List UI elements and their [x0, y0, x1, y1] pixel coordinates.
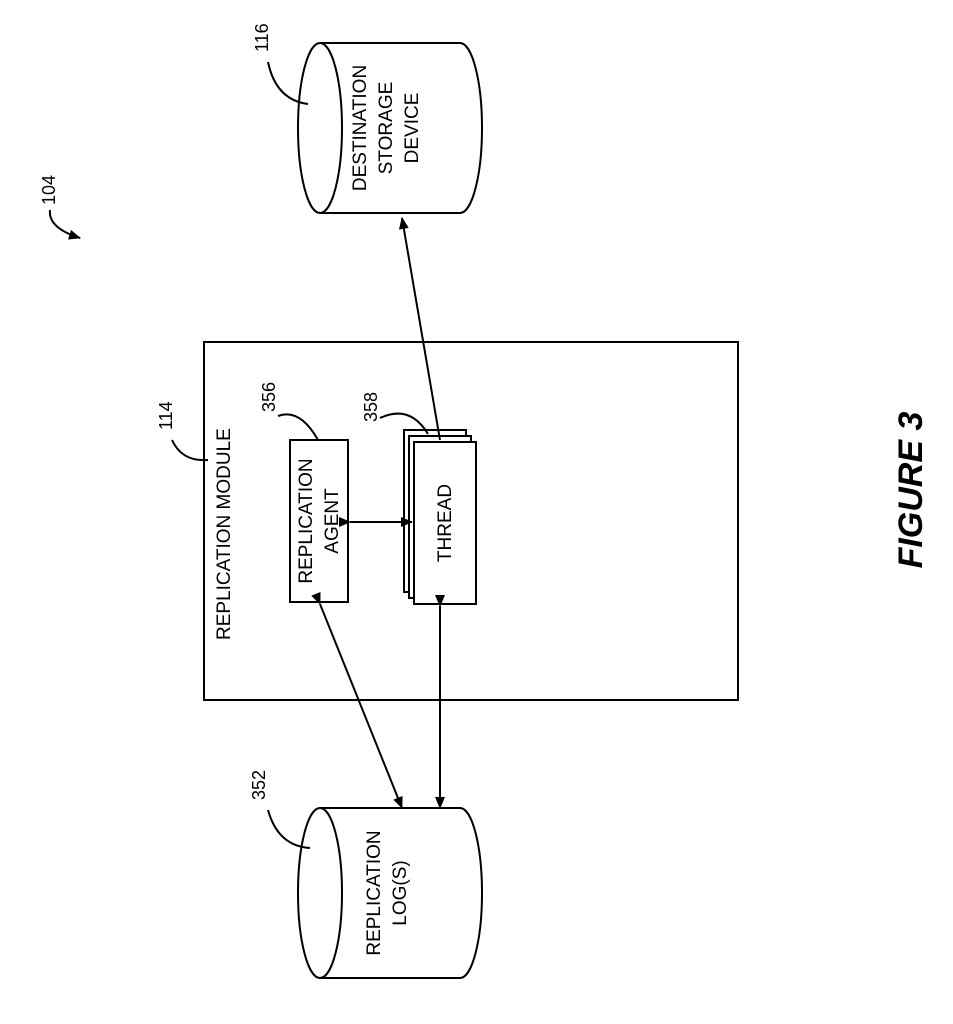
ref-agent-label: 356 — [259, 382, 279, 412]
ref-module-leader — [172, 440, 208, 460]
ref-thread-label: 358 — [361, 392, 381, 422]
destination-label-line2: STORAGE — [376, 82, 397, 175]
agent-label-line2: AGENT — [322, 488, 343, 554]
ref-destination-label: 116 — [252, 23, 272, 52]
ref-log-label: 352 — [249, 770, 269, 800]
replication-module-label: REPLICATION MODULE — [214, 428, 235, 640]
figure-caption: FIGURE 3 — [892, 412, 930, 569]
ref-system-label: 104 — [39, 175, 59, 205]
ref-module-label: 114 — [156, 401, 176, 430]
agent-label-line1: REPLICATION — [296, 458, 317, 583]
destination-label-line1: DESTINATION — [350, 65, 371, 191]
thread-label: THREAD — [435, 484, 456, 562]
destination-label-line3: DEVICE — [402, 93, 423, 164]
ref-system-arrow — [50, 210, 80, 238]
log-label-line2: LOG(S) — [390, 860, 411, 925]
log-label-line1: REPLICATION — [364, 830, 385, 955]
